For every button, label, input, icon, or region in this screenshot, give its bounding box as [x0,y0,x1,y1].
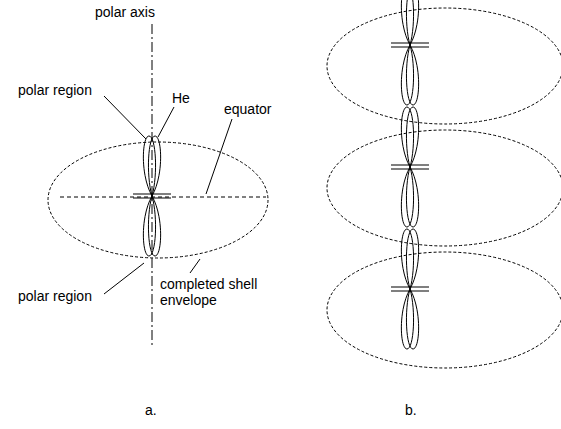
envelope-label: completed shell envelope [160,276,272,308]
orbital-lobe [406,45,418,105]
shell-envelope [327,130,561,246]
region-label: polar region [18,82,92,98]
leader-line [206,119,232,194]
leader-line [104,96,146,139]
orbital-lobe [401,45,413,105]
axis-label: polar axis [95,4,155,20]
bond-bar [391,46,429,47]
shell-envelope [327,8,561,124]
bond-bar [133,197,171,198]
orbital-lobe [143,136,155,196]
orbital-lobe [401,167,413,227]
orbital-lobe [406,0,418,45]
panel-label: a. [145,402,157,418]
polar-axis-line [152,24,153,345]
orbital-lobe [406,289,418,349]
bond-bar [391,164,429,165]
leader-line [190,259,200,273]
equator-line [60,197,266,198]
orbital-lobe [148,196,160,256]
orbital-lobe [401,107,413,167]
bond-bar [133,193,171,194]
leader-line [158,107,174,137]
panel-label: b. [405,402,417,418]
shell-envelope [327,252,561,368]
orbital-lobe [406,229,418,289]
equator-label: equator [224,101,271,117]
orbital-lobe [406,167,418,227]
orbital-lobe [148,136,160,196]
bond-bar [391,290,429,291]
orbital-lobe [406,107,418,167]
element-label: He [172,90,190,106]
bond-bar [391,286,429,287]
orbital-lobe [401,229,413,289]
bond-bar [391,42,429,43]
shell-envelope [48,142,268,258]
orbital-lobe [143,196,155,256]
orbital-lobe [401,289,413,349]
leader-line [104,263,144,294]
region-label: polar region [18,288,92,304]
bond-bar [391,168,429,169]
orbital-lobe [401,0,413,45]
